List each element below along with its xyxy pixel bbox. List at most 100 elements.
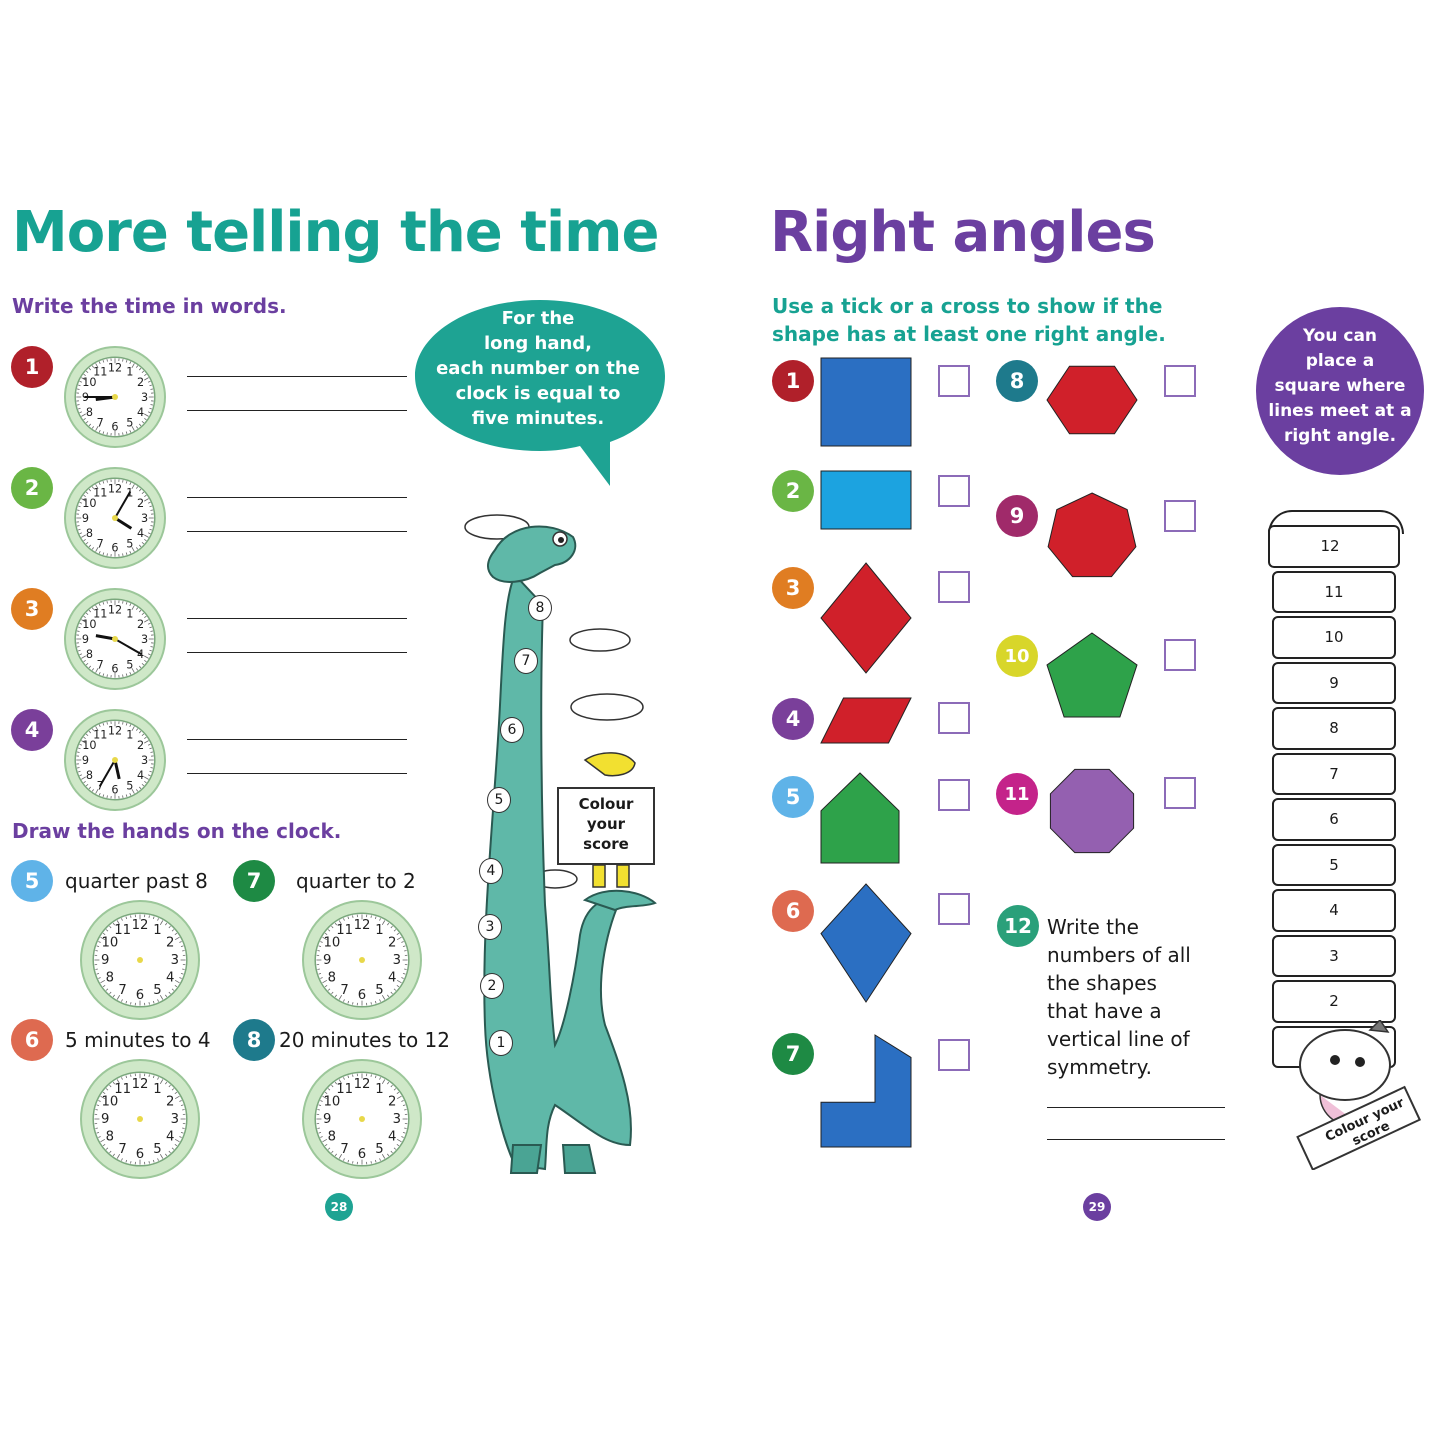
question-badge-6: 6 <box>772 890 814 932</box>
tower-layer[interactable]: 10 <box>1272 616 1396 659</box>
question-badge-2: 2 <box>11 467 53 509</box>
dino-number[interactable]: 7 <box>514 648 538 674</box>
q12-text: Write the numbers of all the shapes that… <box>1047 915 1191 1079</box>
tower-layer[interactable]: 5 <box>1272 843 1396 886</box>
tick-box[interactable] <box>938 475 970 507</box>
purple-bubble <box>1256 307 1424 475</box>
question-badge-9: 9 <box>996 495 1038 537</box>
svg-text:10: 10 <box>82 376 96 389</box>
tower-layer[interactable]: 8 <box>1272 707 1396 750</box>
svg-text:9: 9 <box>323 1112 331 1127</box>
svg-text:10: 10 <box>101 936 118 951</box>
answer-line[interactable] <box>187 410 407 411</box>
svg-text:4: 4 <box>388 1129 396 1144</box>
svg-text:12: 12 <box>132 918 149 933</box>
svg-text:3: 3 <box>393 1112 401 1127</box>
dino-number[interactable]: 5 <box>487 787 511 813</box>
answer-line[interactable] <box>1047 1139 1225 1140</box>
tower-layer[interactable]: 11 <box>1272 570 1396 613</box>
svg-text:2: 2 <box>388 1095 396 1110</box>
tick-box[interactable] <box>938 365 970 397</box>
svg-text:4: 4 <box>137 769 144 782</box>
answer-line[interactable] <box>187 497 407 498</box>
tower-layer[interactable]: 3 <box>1272 934 1396 977</box>
time-label: quarter to 2 <box>296 869 416 893</box>
tick-box[interactable] <box>938 1039 970 1071</box>
svg-text:7: 7 <box>340 983 348 998</box>
answer-line[interactable] <box>187 618 407 619</box>
dog-illustration <box>1296 1020 1422 1170</box>
question-badge-7: 7 <box>233 860 275 902</box>
tick-box[interactable] <box>1164 365 1196 397</box>
svg-text:9: 9 <box>82 512 89 525</box>
purple-bubble-text: You can place a square where lines meet … <box>1268 326 1412 446</box>
tick-box[interactable] <box>1164 639 1196 671</box>
svg-text:11: 11 <box>114 1082 131 1097</box>
svg-text:10: 10 <box>323 936 340 951</box>
tower-layer[interactable]: 12 <box>1268 525 1400 568</box>
tower-layer[interactable]: 9 <box>1272 661 1396 704</box>
question-badge-1: 1 <box>11 346 53 388</box>
answer-line[interactable] <box>187 773 407 774</box>
answer-line[interactable] <box>187 376 407 377</box>
square-shape <box>820 357 912 447</box>
svg-text:3: 3 <box>141 391 148 404</box>
hexagon-shape <box>1046 365 1138 435</box>
time-label: 5 minutes to 4 <box>65 1028 211 1052</box>
question-badge-3: 3 <box>772 567 814 609</box>
svg-text:5: 5 <box>375 983 383 998</box>
answer-line[interactable] <box>187 652 407 653</box>
tick-box[interactable] <box>1164 777 1196 809</box>
dino-number[interactable]: 6 <box>500 717 524 743</box>
svg-text:8: 8 <box>86 648 93 661</box>
rectangle-shape <box>820 470 912 530</box>
svg-text:11: 11 <box>93 607 107 620</box>
tick-box[interactable] <box>938 779 970 811</box>
question-badge-8: 8 <box>233 1019 275 1061</box>
tower-layer[interactable]: 4 <box>1272 889 1396 932</box>
dino-number[interactable]: 4 <box>479 858 503 884</box>
tower-layer[interactable]: 6 <box>1272 798 1396 841</box>
svg-text:6: 6 <box>111 663 118 676</box>
svg-text:9: 9 <box>101 953 109 968</box>
answer-line[interactable] <box>187 531 407 532</box>
svg-text:12: 12 <box>132 1077 149 1092</box>
page-number-right: 29 <box>1083 1193 1111 1221</box>
question-badge-4: 4 <box>772 698 814 740</box>
dino-number[interactable]: 1 <box>489 1030 513 1056</box>
tower-number: 6 <box>1329 810 1339 828</box>
svg-text:1: 1 <box>126 607 133 620</box>
dino-number[interactable]: 2 <box>480 973 504 999</box>
answer-line[interactable] <box>1047 1107 1225 1108</box>
svg-text:7: 7 <box>97 417 104 430</box>
svg-text:7: 7 <box>118 1142 126 1157</box>
tower-layer[interactable]: 7 <box>1272 752 1396 795</box>
answer-line[interactable] <box>187 739 407 740</box>
dino-number[interactable]: 8 <box>528 595 552 621</box>
house-pentagon-shape <box>820 772 900 864</box>
svg-text:6: 6 <box>136 988 144 1003</box>
tick-box[interactable] <box>938 702 970 734</box>
tick-box[interactable] <box>938 571 970 603</box>
tower-number: 3 <box>1329 946 1339 965</box>
svg-text:8: 8 <box>328 970 336 985</box>
svg-text:6: 6 <box>111 421 118 434</box>
speech-bubble-text: For the long hand, each number on the cl… <box>436 308 640 429</box>
dino-number[interactable]: 3 <box>478 914 502 940</box>
tower-layer[interactable]: 2 <box>1272 980 1396 1023</box>
tick-box[interactable] <box>938 893 970 925</box>
tick-box[interactable] <box>1164 500 1196 532</box>
